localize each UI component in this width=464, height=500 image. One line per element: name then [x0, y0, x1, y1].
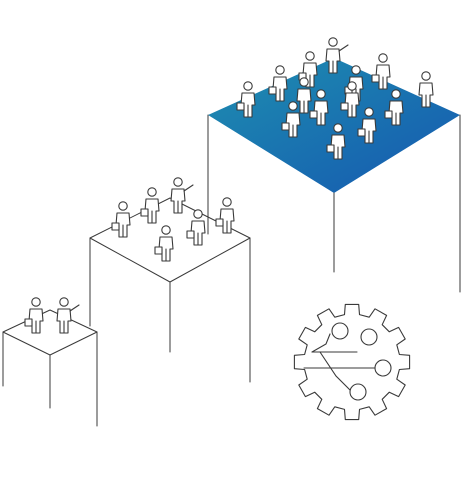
person-icon: [357, 107, 377, 144]
person-icon: [186, 209, 206, 246]
small-platform: [2, 309, 98, 427]
person-icon: [170, 177, 194, 214]
person-icon: [236, 81, 256, 118]
person-icon: [371, 53, 391, 90]
person-icon: [326, 123, 346, 160]
person-icon: [24, 297, 44, 334]
person-icon: [340, 81, 360, 118]
people-groups: [24, 37, 434, 334]
circuit-icon: [303, 322, 392, 401]
person-icon: [325, 37, 349, 74]
gear-icon: [293, 303, 411, 421]
person-icon: [384, 89, 404, 126]
person-icon: [140, 187, 160, 224]
person-icon: [154, 225, 174, 262]
person-icon: [418, 71, 434, 108]
person-icon: [111, 201, 131, 238]
person-icon: [56, 297, 80, 334]
person-icon: [309, 89, 329, 126]
person-icon: [268, 65, 288, 102]
person-icon: [281, 101, 301, 138]
person-icon: [215, 197, 235, 234]
person-icon: [296, 77, 312, 114]
